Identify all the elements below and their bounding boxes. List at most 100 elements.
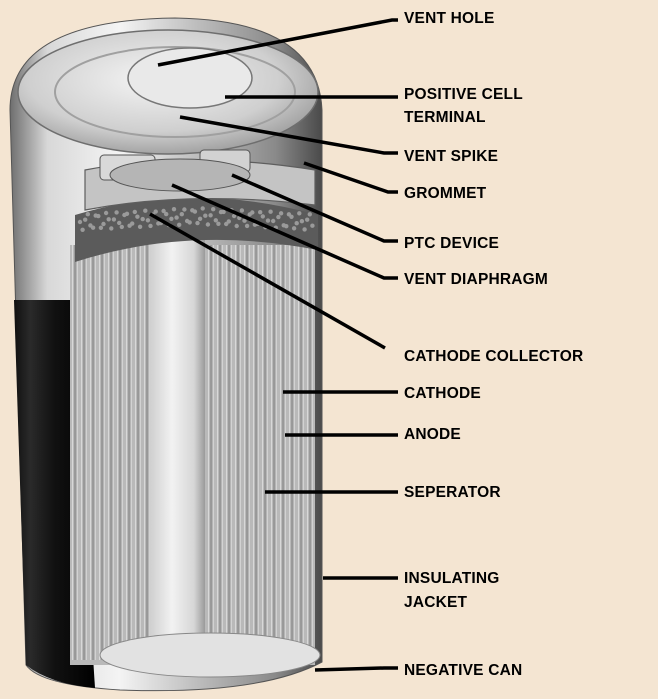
label-positive-cell-terminal-line1: POSITIVE CELL bbox=[404, 84, 523, 105]
mesh-dot bbox=[216, 222, 220, 226]
mesh-dot bbox=[112, 217, 116, 221]
label-vent-spike: VENT SPIKE bbox=[404, 146, 498, 167]
mesh-dot bbox=[180, 212, 184, 216]
electrode-rib bbox=[262, 245, 268, 660]
electrode-rib bbox=[117, 245, 123, 660]
mesh-dot bbox=[135, 215, 139, 219]
electrode-rib bbox=[253, 245, 259, 660]
mesh-dot bbox=[193, 209, 197, 213]
mesh-dot bbox=[117, 221, 121, 225]
electrode-rib bbox=[217, 245, 223, 660]
mesh-dot bbox=[99, 226, 103, 230]
mesh-dot bbox=[96, 214, 100, 218]
mesh-dot bbox=[284, 224, 288, 228]
electrode-rib bbox=[271, 245, 277, 660]
mesh-dot bbox=[174, 215, 178, 219]
mesh-dot bbox=[172, 207, 176, 211]
mesh-dot bbox=[143, 209, 147, 213]
mesh-dot bbox=[268, 210, 272, 214]
mesh-dot bbox=[240, 208, 244, 212]
mesh-dot bbox=[114, 210, 118, 214]
mesh-dot bbox=[78, 220, 82, 224]
mesh-dot bbox=[133, 210, 137, 214]
label-insulating-jacket-line2: JACKET bbox=[404, 592, 467, 613]
mesh-dot bbox=[80, 228, 84, 232]
electrode-rib bbox=[280, 245, 286, 660]
mesh-dot bbox=[208, 213, 212, 217]
electrode-rib bbox=[208, 245, 214, 660]
mesh-dot bbox=[130, 221, 134, 225]
label-negative-can: NEGATIVE CAN bbox=[404, 660, 522, 681]
electrode-rib bbox=[298, 245, 304, 660]
electrode-rib bbox=[135, 245, 141, 660]
electrode-rib bbox=[108, 245, 114, 660]
electrode-rib bbox=[72, 245, 78, 660]
label-grommet: GROMMET bbox=[404, 183, 486, 204]
mesh-dot bbox=[188, 220, 192, 224]
mesh-dot bbox=[295, 221, 299, 225]
mesh-dot bbox=[101, 222, 105, 226]
mesh-dot bbox=[125, 212, 129, 216]
mesh-dot bbox=[279, 211, 283, 215]
mesh-dot bbox=[198, 217, 202, 221]
mesh-dot bbox=[206, 222, 210, 226]
electrode-rib bbox=[144, 245, 150, 660]
mesh-dot bbox=[154, 209, 158, 213]
mesh-dot bbox=[107, 217, 111, 221]
mesh-dot bbox=[245, 224, 249, 228]
mesh-dot bbox=[305, 218, 309, 222]
electrode-rib bbox=[244, 245, 250, 660]
mesh-dot bbox=[146, 218, 150, 222]
vent-diaphragm-disc bbox=[110, 159, 250, 191]
mesh-dot bbox=[182, 207, 186, 211]
label-insulating-jacket-line1: INSULATING bbox=[404, 568, 500, 589]
mesh-dot bbox=[120, 225, 124, 229]
mesh-dot bbox=[289, 215, 293, 219]
mesh-dot bbox=[164, 212, 168, 216]
mesh-dot bbox=[300, 219, 304, 223]
mesh-dot bbox=[177, 223, 181, 227]
mesh-dot bbox=[86, 212, 90, 216]
mesh-dot bbox=[292, 226, 296, 230]
mesh-dot bbox=[302, 227, 306, 231]
mesh-dot bbox=[203, 214, 207, 218]
mesh-dot bbox=[169, 217, 173, 221]
label-cathode: CATHODE bbox=[404, 383, 481, 404]
mesh-dot bbox=[235, 224, 239, 228]
mesh-dot bbox=[214, 218, 218, 222]
label-seperator: SEPERATOR bbox=[404, 482, 501, 503]
mesh-dot bbox=[109, 226, 113, 230]
mesh-dot bbox=[227, 219, 231, 223]
central-core bbox=[150, 220, 205, 664]
electrode-rib bbox=[235, 245, 241, 660]
mesh-dot bbox=[141, 217, 145, 221]
mesh-dot bbox=[310, 224, 314, 228]
electrode-rib bbox=[226, 245, 232, 660]
label-ptc-device: PTC DEVICE bbox=[404, 233, 499, 254]
electrode-rib bbox=[99, 245, 105, 660]
electrode-rib bbox=[289, 245, 295, 660]
mesh-dot bbox=[91, 226, 95, 230]
mesh-dot bbox=[250, 210, 254, 214]
label-anode: ANODE bbox=[404, 424, 461, 445]
mesh-dot bbox=[271, 219, 275, 223]
mesh-dot bbox=[221, 210, 225, 214]
mesh-dot bbox=[83, 218, 87, 222]
mesh-dot bbox=[276, 215, 280, 219]
label-positive-cell-terminal-line2: TERMINAL bbox=[404, 107, 486, 128]
label-cathode-collector: CATHODE COLLECTOR bbox=[404, 346, 583, 367]
mesh-dot bbox=[104, 211, 108, 215]
mesh-dot bbox=[138, 225, 142, 229]
mesh-dot bbox=[201, 206, 205, 210]
mesh-dot bbox=[308, 212, 312, 216]
mesh-dot bbox=[195, 221, 199, 225]
electrode-rib bbox=[126, 245, 132, 660]
mesh-dot bbox=[148, 224, 152, 228]
bottom-cavity bbox=[100, 633, 320, 677]
mesh-dot bbox=[297, 211, 301, 215]
mesh-dot bbox=[258, 210, 262, 214]
mesh-dot bbox=[266, 218, 270, 222]
leader-negative-can bbox=[315, 668, 398, 670]
mesh-dot bbox=[211, 207, 215, 211]
label-vent-diaphragm: VENT DIAPHRAGM bbox=[404, 269, 548, 290]
